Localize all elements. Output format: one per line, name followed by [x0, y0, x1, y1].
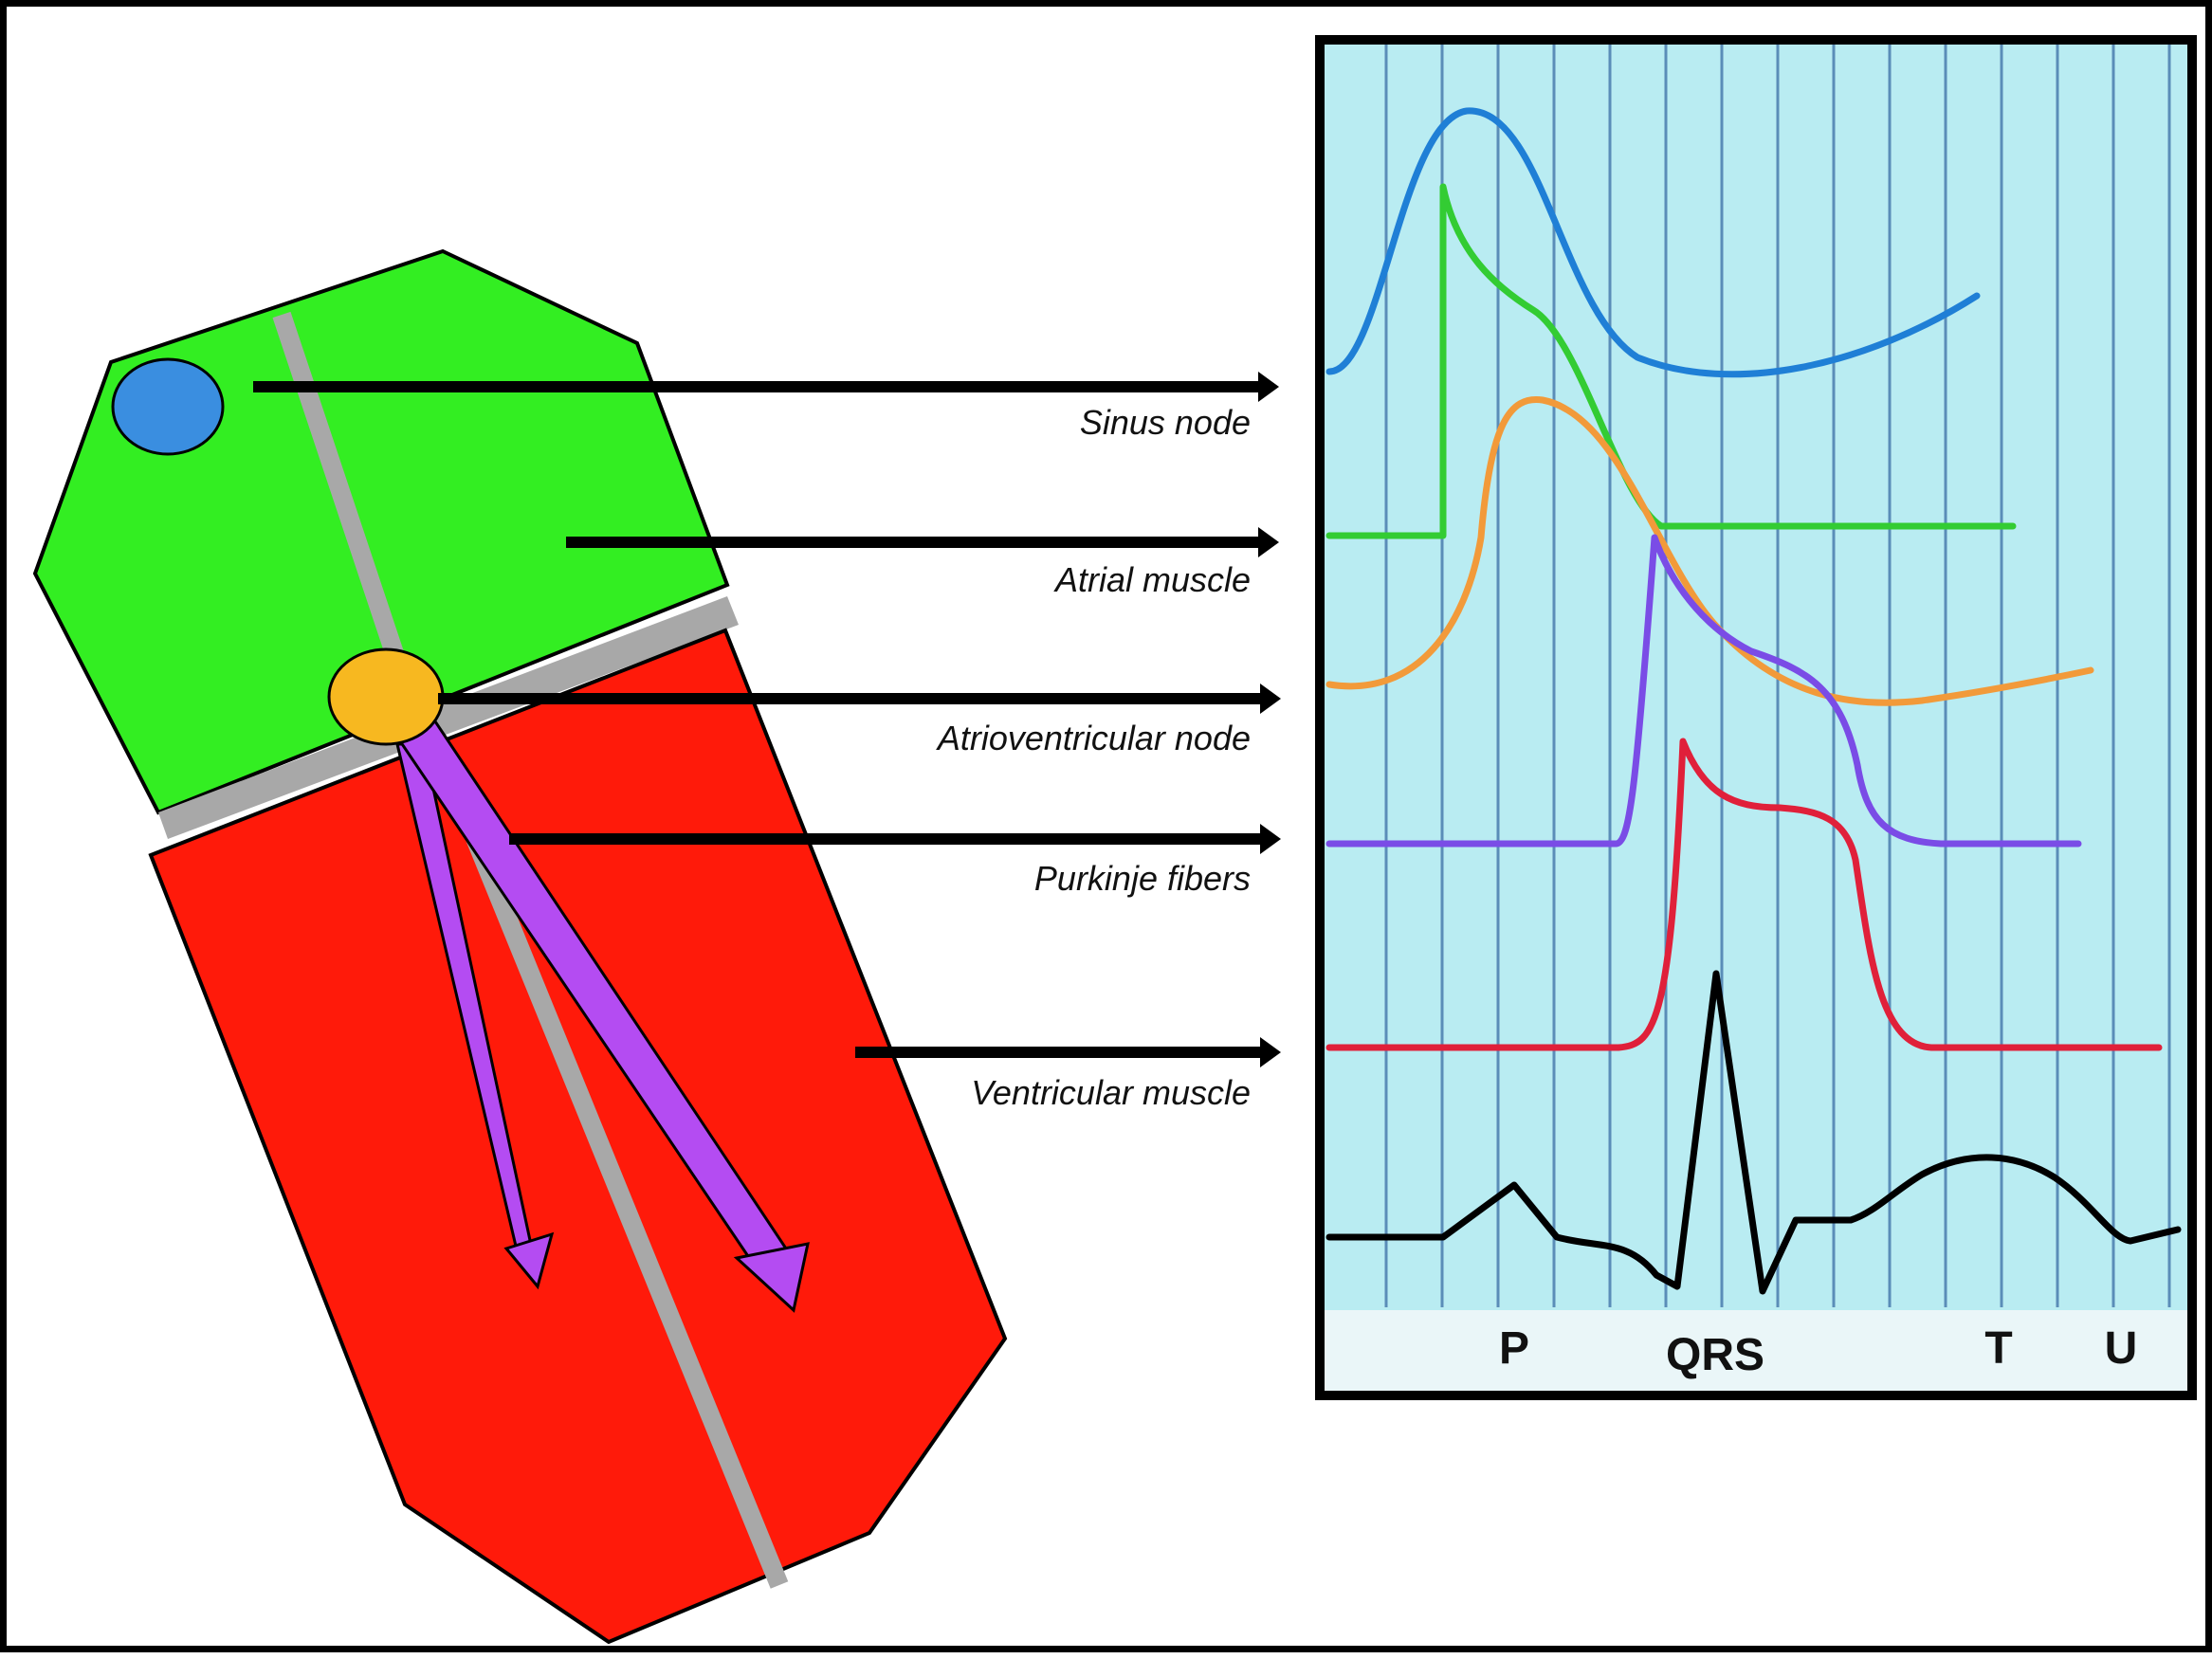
diagram-canvas: Sinus node Atrial muscle Atrioventricula… — [32, 35, 2197, 1645]
arrow-ventricular-muscle — [855, 1037, 1281, 1067]
ventricle-shape — [148, 628, 1008, 1645]
panel-label-strip — [1325, 1310, 2187, 1391]
purkinje-left-arrowhead — [503, 1231, 555, 1290]
wave-label-t: T — [1984, 1323, 2012, 1374]
waveform-purkinje — [1325, 534, 2082, 848]
arrow-sinus-node — [253, 372, 1279, 402]
label-purkinje: Purkinje fibers — [1034, 859, 1251, 898]
heart-schematic — [32, 248, 1008, 1645]
label-sinus-node: Sinus node — [1080, 403, 1251, 442]
structure-labels: Sinus node Atrial muscle Atrioventricula… — [936, 403, 1251, 1112]
action-potential-panel: P QRS T U — [1315, 35, 2197, 1400]
panel-border — [1315, 35, 2197, 1400]
waveform-ecg — [1325, 970, 2182, 1295]
sinus-node — [111, 357, 225, 456]
av-separator-band — [158, 596, 739, 839]
waveform-ventricular-muscle — [1325, 738, 2163, 1051]
connector-arrows — [253, 372, 1281, 1067]
panel-background — [1320, 40, 2192, 1395]
atrial-septum-line — [272, 311, 410, 674]
arrow-atrial-muscle — [566, 527, 1279, 557]
av-node — [327, 647, 445, 746]
arrow-purkinje — [509, 824, 1281, 854]
wave-label-p: P — [1499, 1323, 1529, 1374]
purkinje-right-arrowhead — [733, 1242, 810, 1313]
label-atrial-muscle: Atrial muscle — [1053, 560, 1251, 599]
wave-label-qrs: QRS — [1666, 1330, 1764, 1380]
panel-grid-lines — [1384, 45, 2171, 1307]
label-av-node: Atrioventricular node — [936, 719, 1251, 757]
arrow-av-node — [438, 684, 1281, 714]
waveform-sinus-node — [1325, 107, 1981, 378]
wave-label-u: U — [2105, 1323, 2138, 1374]
label-ventricular-muscle: Ventricular muscle — [971, 1073, 1251, 1112]
waveform-av-node — [1325, 395, 2094, 706]
